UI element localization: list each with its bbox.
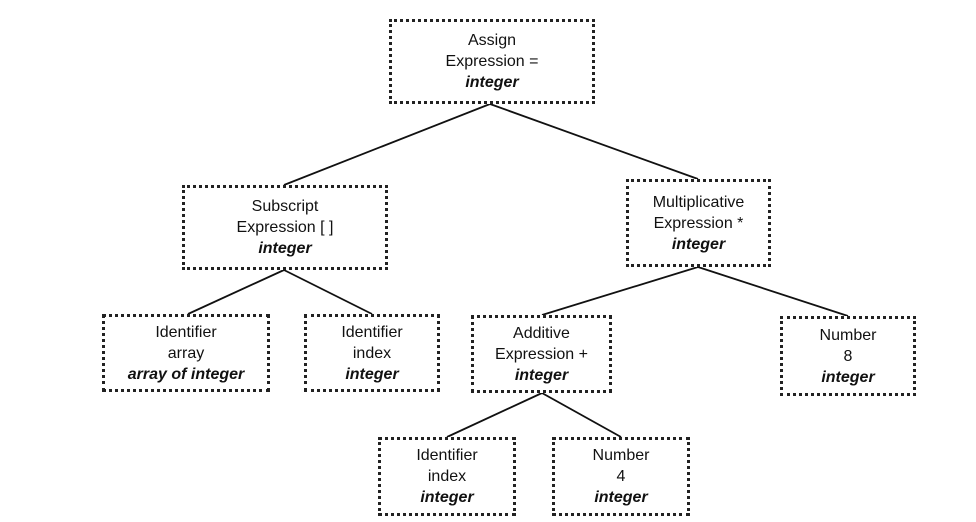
node-type: integer (420, 489, 474, 506)
node-label: Additive (513, 324, 570, 342)
node-label: 4 (616, 468, 626, 485)
node-label: 8 (843, 347, 853, 365)
node-label: Number (592, 447, 650, 464)
node-label: Expression + (495, 345, 588, 363)
node-label: Number (819, 326, 877, 344)
edge-multiplicative-additive (541, 266, 699, 316)
node-type: integer (258, 240, 312, 257)
node-label: index (352, 344, 392, 362)
node-number-8: Number 8 integer (780, 316, 916, 396)
node-type: integer (671, 235, 726, 253)
node-type: integer (594, 489, 648, 506)
node-type: array of integer (127, 365, 245, 383)
node-multiplicative-expression: Multiplicative Expression * integer (626, 179, 771, 267)
edge-multiplicative-number-8 (697, 266, 849, 317)
node-label: Subscript (251, 198, 319, 215)
node-identifier-index: Identifier index integer (378, 437, 516, 516)
node-label: Expression * (653, 214, 744, 232)
node-subscript-expression: Subscript Expression [ ] integer (182, 185, 388, 270)
node-additive-expression: Additive Expression + integer (471, 315, 612, 393)
node-identifier-array: Identifier array array of integer (102, 314, 270, 392)
node-label: Multiplicative (652, 193, 745, 211)
node-label: Identifier (341, 323, 403, 341)
edge-subscript-identifier-array (187, 269, 285, 315)
node-identifier-index: Identifier index integer (304, 314, 440, 392)
node-label: Identifier (416, 447, 478, 464)
edge-additive-identifier-index (446, 392, 543, 438)
node-label: Expression [ ] (236, 219, 334, 236)
edge-assign-multiplicative (489, 103, 699, 180)
edge-assign-subscript (283, 103, 491, 186)
node-type: integer (514, 366, 569, 384)
node-label: index (427, 468, 467, 485)
edge-subscript-identifier-index (283, 269, 373, 315)
node-label: Assign (467, 32, 517, 49)
edge-additive-number-4 (541, 392, 622, 438)
node-type: integer (345, 365, 399, 383)
node-label: Identifier (155, 323, 217, 341)
node-number-4: Number 4 integer (552, 437, 690, 516)
node-type: integer (465, 74, 519, 91)
node-label: Expression = (445, 53, 539, 70)
node-label: array (167, 344, 205, 362)
node-type: integer (821, 368, 875, 386)
node-assign-expression: Assign Expression = integer (389, 19, 595, 104)
